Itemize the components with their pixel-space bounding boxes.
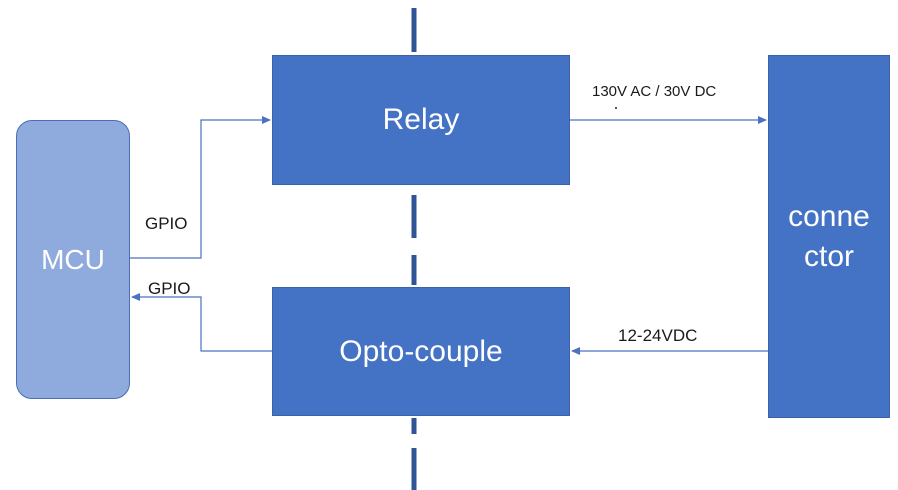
connector-label-line1: conne bbox=[788, 199, 870, 233]
mcu-label: MCU bbox=[41, 243, 105, 275]
opto-to-mcu-wire bbox=[131, 293, 272, 352]
relay-output-rating-label: 130V AC / 30V DC bbox=[592, 83, 717, 100]
opto-input-voltage-label: 12-24VDC bbox=[618, 326, 698, 345]
stray-dot bbox=[615, 107, 617, 109]
relay-block: Relay bbox=[272, 55, 570, 185]
optocoupler-block: Opto-couple bbox=[272, 287, 570, 416]
connector-label-line2: ctor bbox=[803, 239, 854, 273]
mcu-to-relay-wire bbox=[130, 116, 271, 259]
optocoupler-label: Opto-couple bbox=[339, 334, 503, 368]
gpio-output-label: GPIO bbox=[145, 214, 188, 233]
connector-block: conne ctor bbox=[768, 55, 890, 418]
mcu-block: MCU bbox=[16, 120, 130, 399]
relay-label: Relay bbox=[382, 103, 460, 136]
gpio-input-label: GPIO bbox=[148, 279, 191, 298]
connector-label: conne ctor bbox=[788, 197, 870, 277]
